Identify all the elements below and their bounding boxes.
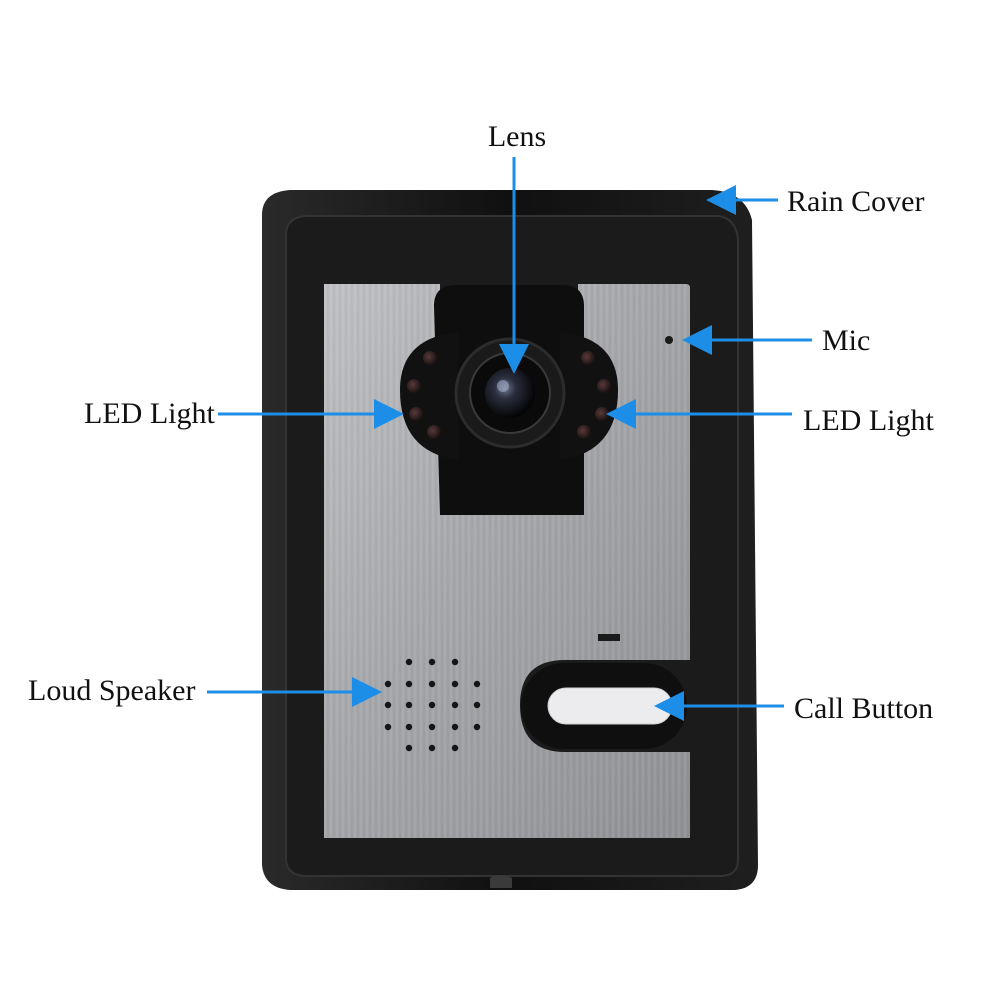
speaker-hole: [451, 744, 459, 752]
speaker-hole: [405, 723, 413, 731]
label-lens: Lens: [488, 120, 546, 153]
loud-speaker: [384, 658, 481, 752]
speaker-hole: [428, 658, 436, 666]
speaker-hole: [451, 723, 459, 731]
callout-arrows: [207, 157, 812, 721]
speaker-hole: [451, 680, 459, 688]
speaker-hole: [405, 658, 413, 666]
speaker-hole: [428, 723, 436, 731]
label-mic: Mic: [822, 324, 870, 357]
label-led-light-left: LED Light: [84, 397, 215, 430]
lens: [454, 337, 566, 449]
speaker-hole: [405, 744, 413, 752]
speaker-hole: [405, 701, 413, 709]
speaker-hole: [428, 701, 436, 709]
indicator-slot: [598, 634, 620, 641]
call-button-assembly: [521, 663, 687, 749]
speaker-hole: [451, 658, 459, 666]
label-loud-speaker: Loud Speaker: [28, 674, 195, 707]
speaker-hole: [473, 680, 481, 688]
label-led-light-right: LED Light: [803, 404, 934, 437]
speaker-hole: [473, 701, 481, 709]
speaker-hole: [405, 680, 413, 688]
led-light-right: [577, 351, 611, 439]
label-call-button: Call Button: [794, 692, 933, 725]
speaker-hole: [384, 701, 392, 709]
speaker-hole: [428, 744, 436, 752]
speaker-hole: [428, 680, 436, 688]
labels: Lens Rain Cover Mic LED Light LED Light …: [28, 120, 934, 725]
led-light-left: [407, 351, 441, 439]
speaker-hole: [451, 701, 459, 709]
speaker-hole: [384, 680, 392, 688]
speaker-hole: [384, 723, 392, 731]
speaker-hole: [473, 723, 481, 731]
label-rain-cover: Rain Cover: [787, 185, 924, 218]
call-button[interactable]: [547, 687, 673, 725]
mic: [665, 336, 673, 344]
